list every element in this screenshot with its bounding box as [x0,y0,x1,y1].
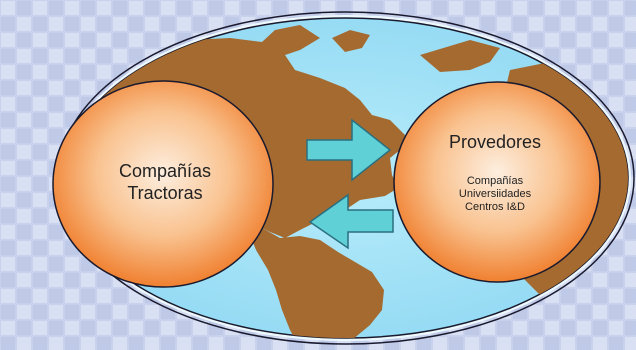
south-america-landmass [248,228,384,338]
right-node [393,81,601,283]
arrow-left-to-right [306,118,392,182]
caribbean-islands [292,195,322,212]
greenland-landmass [420,40,500,72]
north-america-island [332,30,370,52]
left-node [52,80,274,288]
arrow-right-to-left [308,193,394,250]
